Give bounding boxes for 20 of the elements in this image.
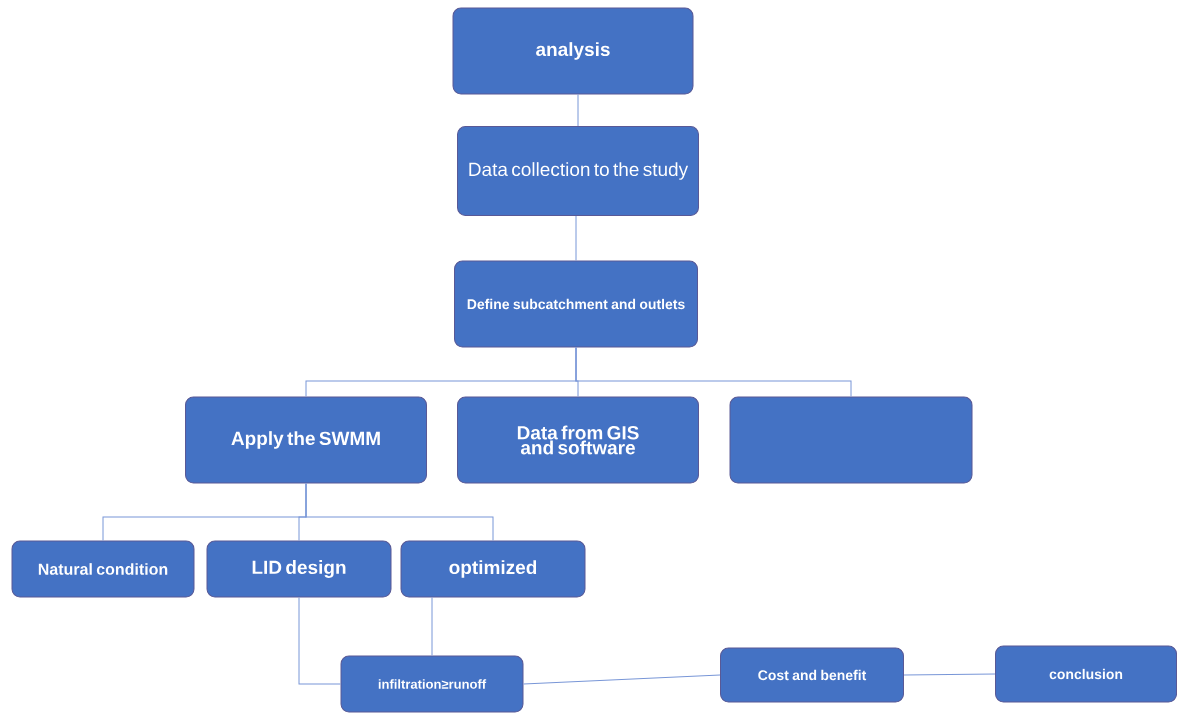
connector-line xyxy=(575,347,852,397)
process-box: Apply the SWMM xyxy=(185,396,427,484)
connector-line xyxy=(431,597,433,656)
process-box: Data collection to the study xyxy=(457,126,699,216)
connector-line xyxy=(577,94,579,127)
connector-line xyxy=(305,483,494,541)
process-box: Cost and benefit xyxy=(720,647,904,703)
connector-line xyxy=(575,215,577,261)
process-box: optimized xyxy=(400,540,586,598)
connector-line xyxy=(523,674,721,685)
process-box xyxy=(729,396,973,484)
connector-line xyxy=(298,597,341,685)
process-box: Data from GIS and software xyxy=(457,396,699,484)
process-box: conclusion xyxy=(995,645,1177,703)
process-box: LID design xyxy=(206,540,392,598)
connector-line xyxy=(903,673,996,676)
process-box: Define subcatchment and outlets xyxy=(454,260,698,348)
process-box: analysis xyxy=(452,7,694,95)
process-box: Natural condition xyxy=(11,540,195,598)
process-box: infiltration≥runoff xyxy=(340,655,524,713)
